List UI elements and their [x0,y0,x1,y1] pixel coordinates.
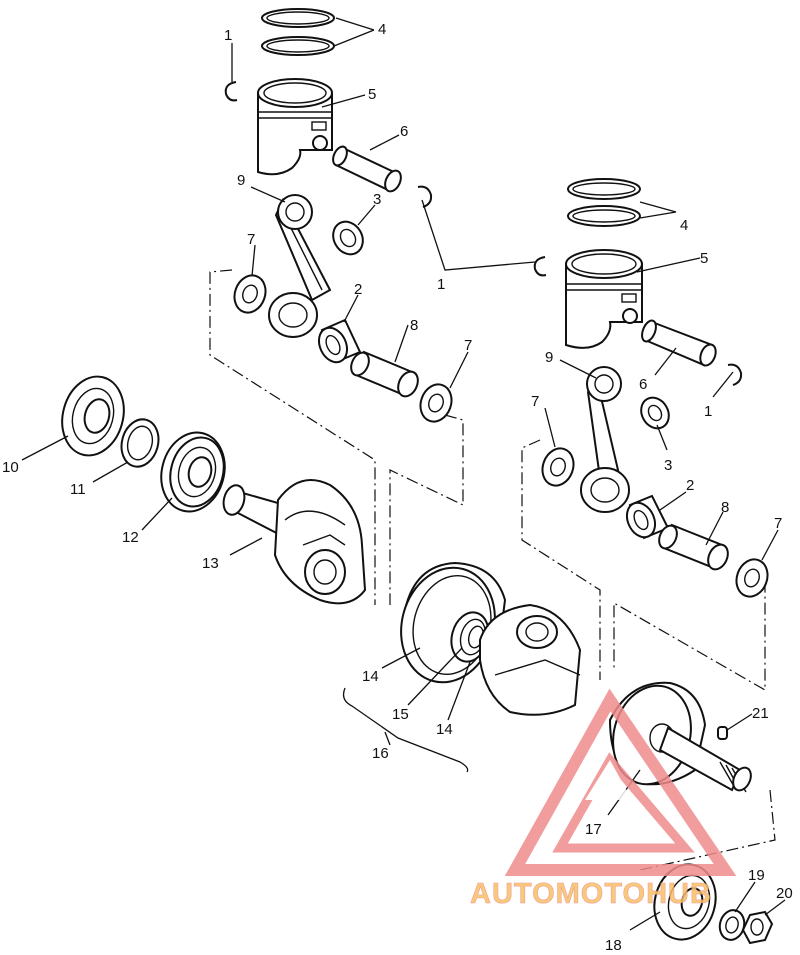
thrust-washer-right-a [541,447,575,487]
small-end-bearing-left [332,220,364,256]
watermark-text: AUTOMOTOHUB [470,878,712,910]
callout-12: 12 [122,529,139,546]
callout-14: 14 [362,668,379,685]
callout-21: 21 [752,705,769,722]
callout-4: 4 [378,21,386,38]
callout-2: 2 [354,281,362,298]
callout-11: 11 [70,481,86,498]
seal-ring-11 [120,418,160,468]
callout-15: 15 [392,706,409,723]
callout-19: 19 [748,867,765,884]
callout-20: 20 [776,885,793,902]
assembly-dash-lines [209,269,776,871]
callout-7: 7 [531,393,539,410]
circlip-left-top [224,81,238,102]
piston-left [257,78,333,176]
callout-8: 8 [721,499,729,516]
callout-9: 9 [237,172,245,189]
callout-6: 6 [400,123,408,140]
left-main-bearings [61,375,226,513]
leader-lines [21,17,786,931]
callout-labels: 1 1 1 2 2 3 3 4 4 5 5 6 6 7 7 7 7 8 8 9 … [2,21,793,954]
crank-pin-right [658,523,729,571]
callout-7: 7 [247,231,255,248]
crankshaft-center-16 [400,561,582,716]
crank-pin-left [350,350,419,398]
thrust-washer-left-a [233,274,267,314]
left-cylinder-group [224,8,453,423]
piston-rings-right [567,178,641,227]
watermark-logo: AUTOMOTOHUB [470,688,737,910]
woodruff-key-21 [717,726,728,740]
callout-9: 9 [545,349,553,366]
callout-14: 14 [436,721,453,738]
piston-rings-left [261,8,335,56]
callout-3: 3 [373,191,381,208]
callout-5: 5 [700,250,708,267]
callout-16: 16 [372,745,389,762]
callout-4: 4 [680,217,688,234]
callout-7: 7 [464,337,472,354]
crankshaft-half-17 [608,681,752,793]
thrust-washer-left-b [419,383,453,423]
callout-1: 1 [437,276,445,293]
callout-1: 1 [224,27,232,44]
callout-18: 18 [605,937,622,954]
thrust-washer-right-b [735,558,769,598]
main-bearing-10 [61,375,125,457]
circlip-left-bottom [417,185,433,208]
connecting-rod-right [580,366,630,513]
callout-8: 8 [410,317,418,334]
callout-17: 17 [585,821,602,838]
small-end-bearing-right [640,396,670,430]
callout-6: 6 [639,376,647,393]
callout-3: 3 [664,457,672,474]
callout-10: 10 [2,459,19,476]
nut-20 [741,910,774,945]
callout-1: 1 [704,403,712,420]
main-bearing-12 [160,431,226,513]
wrist-pin-left [332,145,402,193]
connecting-rod-left [268,194,332,338]
circlip-right-bottom [727,363,743,386]
big-end-bearing-left [317,318,362,364]
callout-5: 5 [368,86,376,103]
callout-13: 13 [202,555,219,572]
circlip-right-top [533,256,547,277]
wrist-pin-right [641,319,717,367]
right-cylinder-group [533,178,769,598]
callout-2: 2 [686,477,694,494]
piston-right [565,249,643,349]
callout-7: 7 [774,515,782,532]
crankshaft-half-13 [222,479,367,605]
washer-19 [718,909,746,941]
